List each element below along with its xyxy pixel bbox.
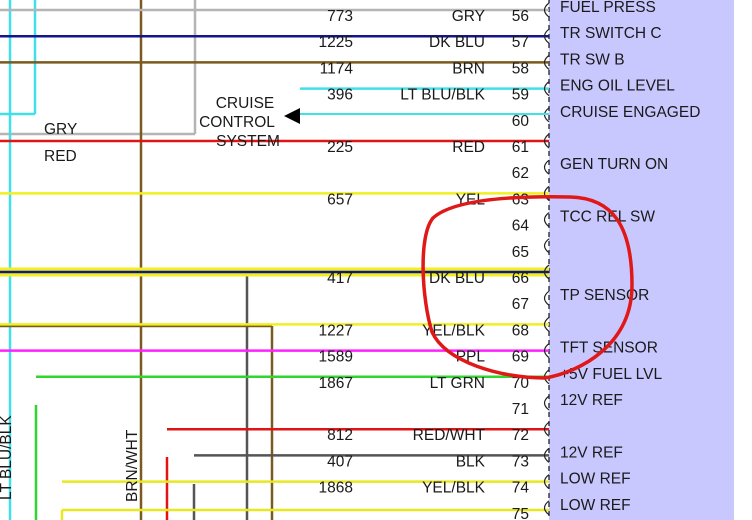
pin-74-number: 74	[512, 480, 530, 497]
pin-59-color: LT BLU/BLK	[400, 87, 485, 104]
pin-73-circuit: 407	[327, 453, 353, 470]
pin-75-terminal	[543, 500, 550, 516]
pin-71-number: 71	[512, 401, 529, 418]
pin-71-function: 12V REF	[560, 392, 623, 409]
cruise-label-line2: CONTROL	[199, 114, 275, 131]
pin-73-color: BLK	[456, 453, 486, 470]
pin-60-function: CRUISE ENGAGED	[560, 104, 700, 121]
pin-66-terminal	[543, 264, 550, 280]
pin-72-color: RED/WHT	[413, 427, 486, 444]
pin-72-terminal	[543, 421, 550, 437]
pin-67-terminal	[543, 290, 550, 306]
pin-74-circuit: 1868	[319, 480, 353, 497]
cruise-arrowhead-icon	[284, 108, 300, 124]
pin-60-number: 60	[512, 113, 530, 130]
pin-61-circuit: 225	[327, 139, 353, 156]
hand-drawn-circle-annotation	[421, 195, 634, 380]
pin-72-number: 72	[512, 427, 529, 444]
pin-63-number: 63	[512, 191, 529, 208]
pin-74-color: YEL/BLK	[422, 480, 486, 497]
pin-59-circuit: 396	[327, 87, 353, 104]
pin-58-circuit: 1174	[320, 60, 354, 77]
pin-61-terminal	[543, 133, 550, 149]
pin-63-terminal	[543, 185, 550, 201]
pin-57-number: 57	[512, 34, 529, 51]
pin-65-number: 65	[512, 244, 529, 261]
pin-57-circuit: 1225	[319, 34, 353, 51]
pin-70-color: LT GRN	[430, 375, 485, 392]
pin-64-terminal	[543, 212, 550, 228]
pin-68-number: 68	[512, 322, 529, 339]
pin-68-circuit: 1227	[319, 322, 353, 339]
pin-65-terminal	[543, 238, 550, 254]
pin-62-terminal	[543, 159, 550, 175]
pin-74-terminal	[543, 474, 550, 490]
pin-59-function: ENG OIL LEVEL	[560, 78, 675, 95]
pin-70-circuit: 1867	[319, 375, 353, 392]
pcm-connector-body	[549, 0, 734, 520]
pin-59-number: 59	[512, 87, 529, 104]
pin-66-circuit: 417	[327, 270, 353, 287]
pin-62-number: 62	[512, 165, 529, 182]
pin-67-number: 67	[512, 296, 529, 313]
gry-wire-label: GRY	[44, 121, 77, 138]
pin-75-number: 75	[512, 506, 529, 520]
lt-blu-blk-wire-label: LT BLU/BLK	[0, 415, 15, 500]
pin-wires	[0, 8, 549, 483]
pin-74-function: LOW REF	[560, 471, 631, 488]
pin-58-number: 58	[512, 60, 529, 77]
pin-57-color: DK BLU	[429, 34, 485, 51]
pin-58-color: BRN	[452, 60, 485, 77]
pin-70-number: 70	[512, 375, 530, 392]
pin-58-terminal	[543, 54, 550, 70]
pin-59-terminal	[543, 81, 550, 97]
pin-61-color: RED	[452, 139, 485, 156]
pin-56-number: 56	[512, 8, 529, 25]
pin-69-number: 69	[512, 349, 529, 366]
pin-68-terminal	[543, 316, 550, 332]
pin-73-number: 73	[512, 453, 529, 470]
pin-69-function: TFT SENSOR	[560, 340, 658, 357]
pin-stubs	[543, 2, 550, 516]
pin-56-color: GRY	[452, 8, 485, 25]
pin-57-function: TR SWITCH C	[560, 25, 662, 42]
pin-69-terminal	[543, 343, 550, 359]
pin-68-color: YEL/BLK	[422, 322, 486, 339]
red-wire-label: RED	[44, 148, 77, 165]
pin-67-function: TP SENSOR	[560, 287, 649, 304]
pin-73-function: 12V REF	[560, 444, 623, 461]
pin-69-circuit: 1589	[319, 349, 353, 366]
pin-72-circuit: 812	[327, 427, 353, 444]
pin-66-color: DK BLU	[429, 270, 485, 287]
pin-62-function: GEN TURN ON	[560, 156, 668, 173]
pin-61-number: 61	[512, 139, 529, 156]
pin-73-terminal	[543, 447, 550, 463]
pin-56-terminal	[543, 2, 550, 18]
pin-58-function: TR SW B	[560, 51, 625, 68]
pin-rows: 773 GRY 56 FUEL PRESS 1225 DK BLU 57 TR SWITCH …	[319, 0, 701, 520]
pin-56-circuit: 773	[327, 8, 353, 25]
pin-75-function: LOW REF	[560, 497, 631, 514]
pin-66-number: 66	[512, 270, 529, 287]
brn-wht-wire-label: BRN/WHT	[124, 429, 141, 502]
pin-64-function: TCC REL SW	[560, 209, 655, 226]
pin-56-function: FUEL PRESS	[560, 0, 656, 16]
cruise-label-line1: CRUISE	[216, 95, 275, 112]
pin-64-number: 64	[512, 218, 530, 235]
pin-57-terminal	[543, 28, 550, 44]
pin-70-function: +5V FUEL LVL	[560, 366, 662, 383]
pin-63-circuit: 657	[327, 191, 353, 208]
pin-71-terminal	[543, 395, 550, 411]
cruise-label-line3: SYSTEM	[216, 133, 280, 150]
